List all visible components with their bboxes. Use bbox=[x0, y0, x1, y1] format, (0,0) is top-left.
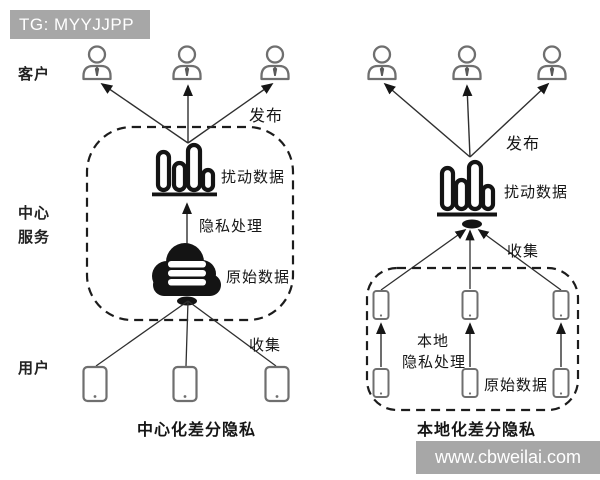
right-perturbed-data-label: 扰动数据 bbox=[504, 184, 569, 201]
local-phone-icon bbox=[552, 290, 570, 320]
local-dashed-box bbox=[365, 266, 580, 412]
right-caption: 本地化差分隐私 bbox=[417, 422, 537, 439]
customer-icon bbox=[452, 45, 482, 81]
local-phone-icon bbox=[461, 290, 479, 320]
right-collect-label: 收集 bbox=[507, 243, 540, 260]
left-publish-arrows bbox=[100, 82, 274, 144]
raw-phone-icon bbox=[461, 368, 479, 398]
right-collect-arrows bbox=[380, 229, 562, 291]
row-label-central-service-1: 中心 bbox=[18, 205, 51, 222]
row-label-user: 用户 bbox=[18, 360, 51, 377]
watermark-banner-bottom: www.cbweilai.com bbox=[416, 441, 600, 474]
row-label-customer: 客户 bbox=[18, 66, 51, 83]
local-processing-arrows bbox=[376, 322, 566, 367]
left-collect-label: 收集 bbox=[249, 337, 282, 354]
right-raw-data-label: 原始数据 bbox=[484, 377, 549, 394]
left-caption: 中心化差分隐私 bbox=[137, 422, 257, 439]
right-publish-label: 发布 bbox=[506, 136, 541, 153]
bar-chart-icon bbox=[152, 142, 217, 197]
user-phone-icon bbox=[172, 365, 198, 403]
user-phone-icon bbox=[82, 365, 108, 403]
right-local-label-1: 本地 bbox=[417, 333, 450, 350]
right-publish-arrows bbox=[383, 82, 550, 158]
left-raw-data-label: 原始数据 bbox=[226, 269, 291, 286]
left-privacy-processing-label: 隐私处理 bbox=[199, 218, 264, 235]
customer-icon bbox=[82, 45, 112, 81]
local-phone-icon bbox=[372, 290, 390, 320]
user-phone-icon bbox=[264, 365, 290, 403]
customer-icon bbox=[172, 45, 202, 81]
customer-icon bbox=[260, 45, 290, 81]
row-label-central-service-2: 服务 bbox=[18, 229, 51, 246]
right-local-label-2: 隐私处理 bbox=[402, 354, 467, 371]
customer-icon bbox=[367, 45, 397, 81]
customer-icon bbox=[537, 45, 567, 81]
raw-phone-icon bbox=[552, 368, 570, 398]
raw-phone-icon bbox=[372, 368, 390, 398]
left-publish-label: 发布 bbox=[249, 108, 284, 125]
left-perturbed-data-label: 扰动数据 bbox=[221, 169, 286, 186]
cloud-database-icon bbox=[152, 243, 221, 306]
watermark-banner-top: TG: MYYJJPP bbox=[10, 10, 150, 39]
bar-chart-icon bbox=[437, 159, 497, 229]
left-collect-lines bbox=[95, 300, 277, 367]
